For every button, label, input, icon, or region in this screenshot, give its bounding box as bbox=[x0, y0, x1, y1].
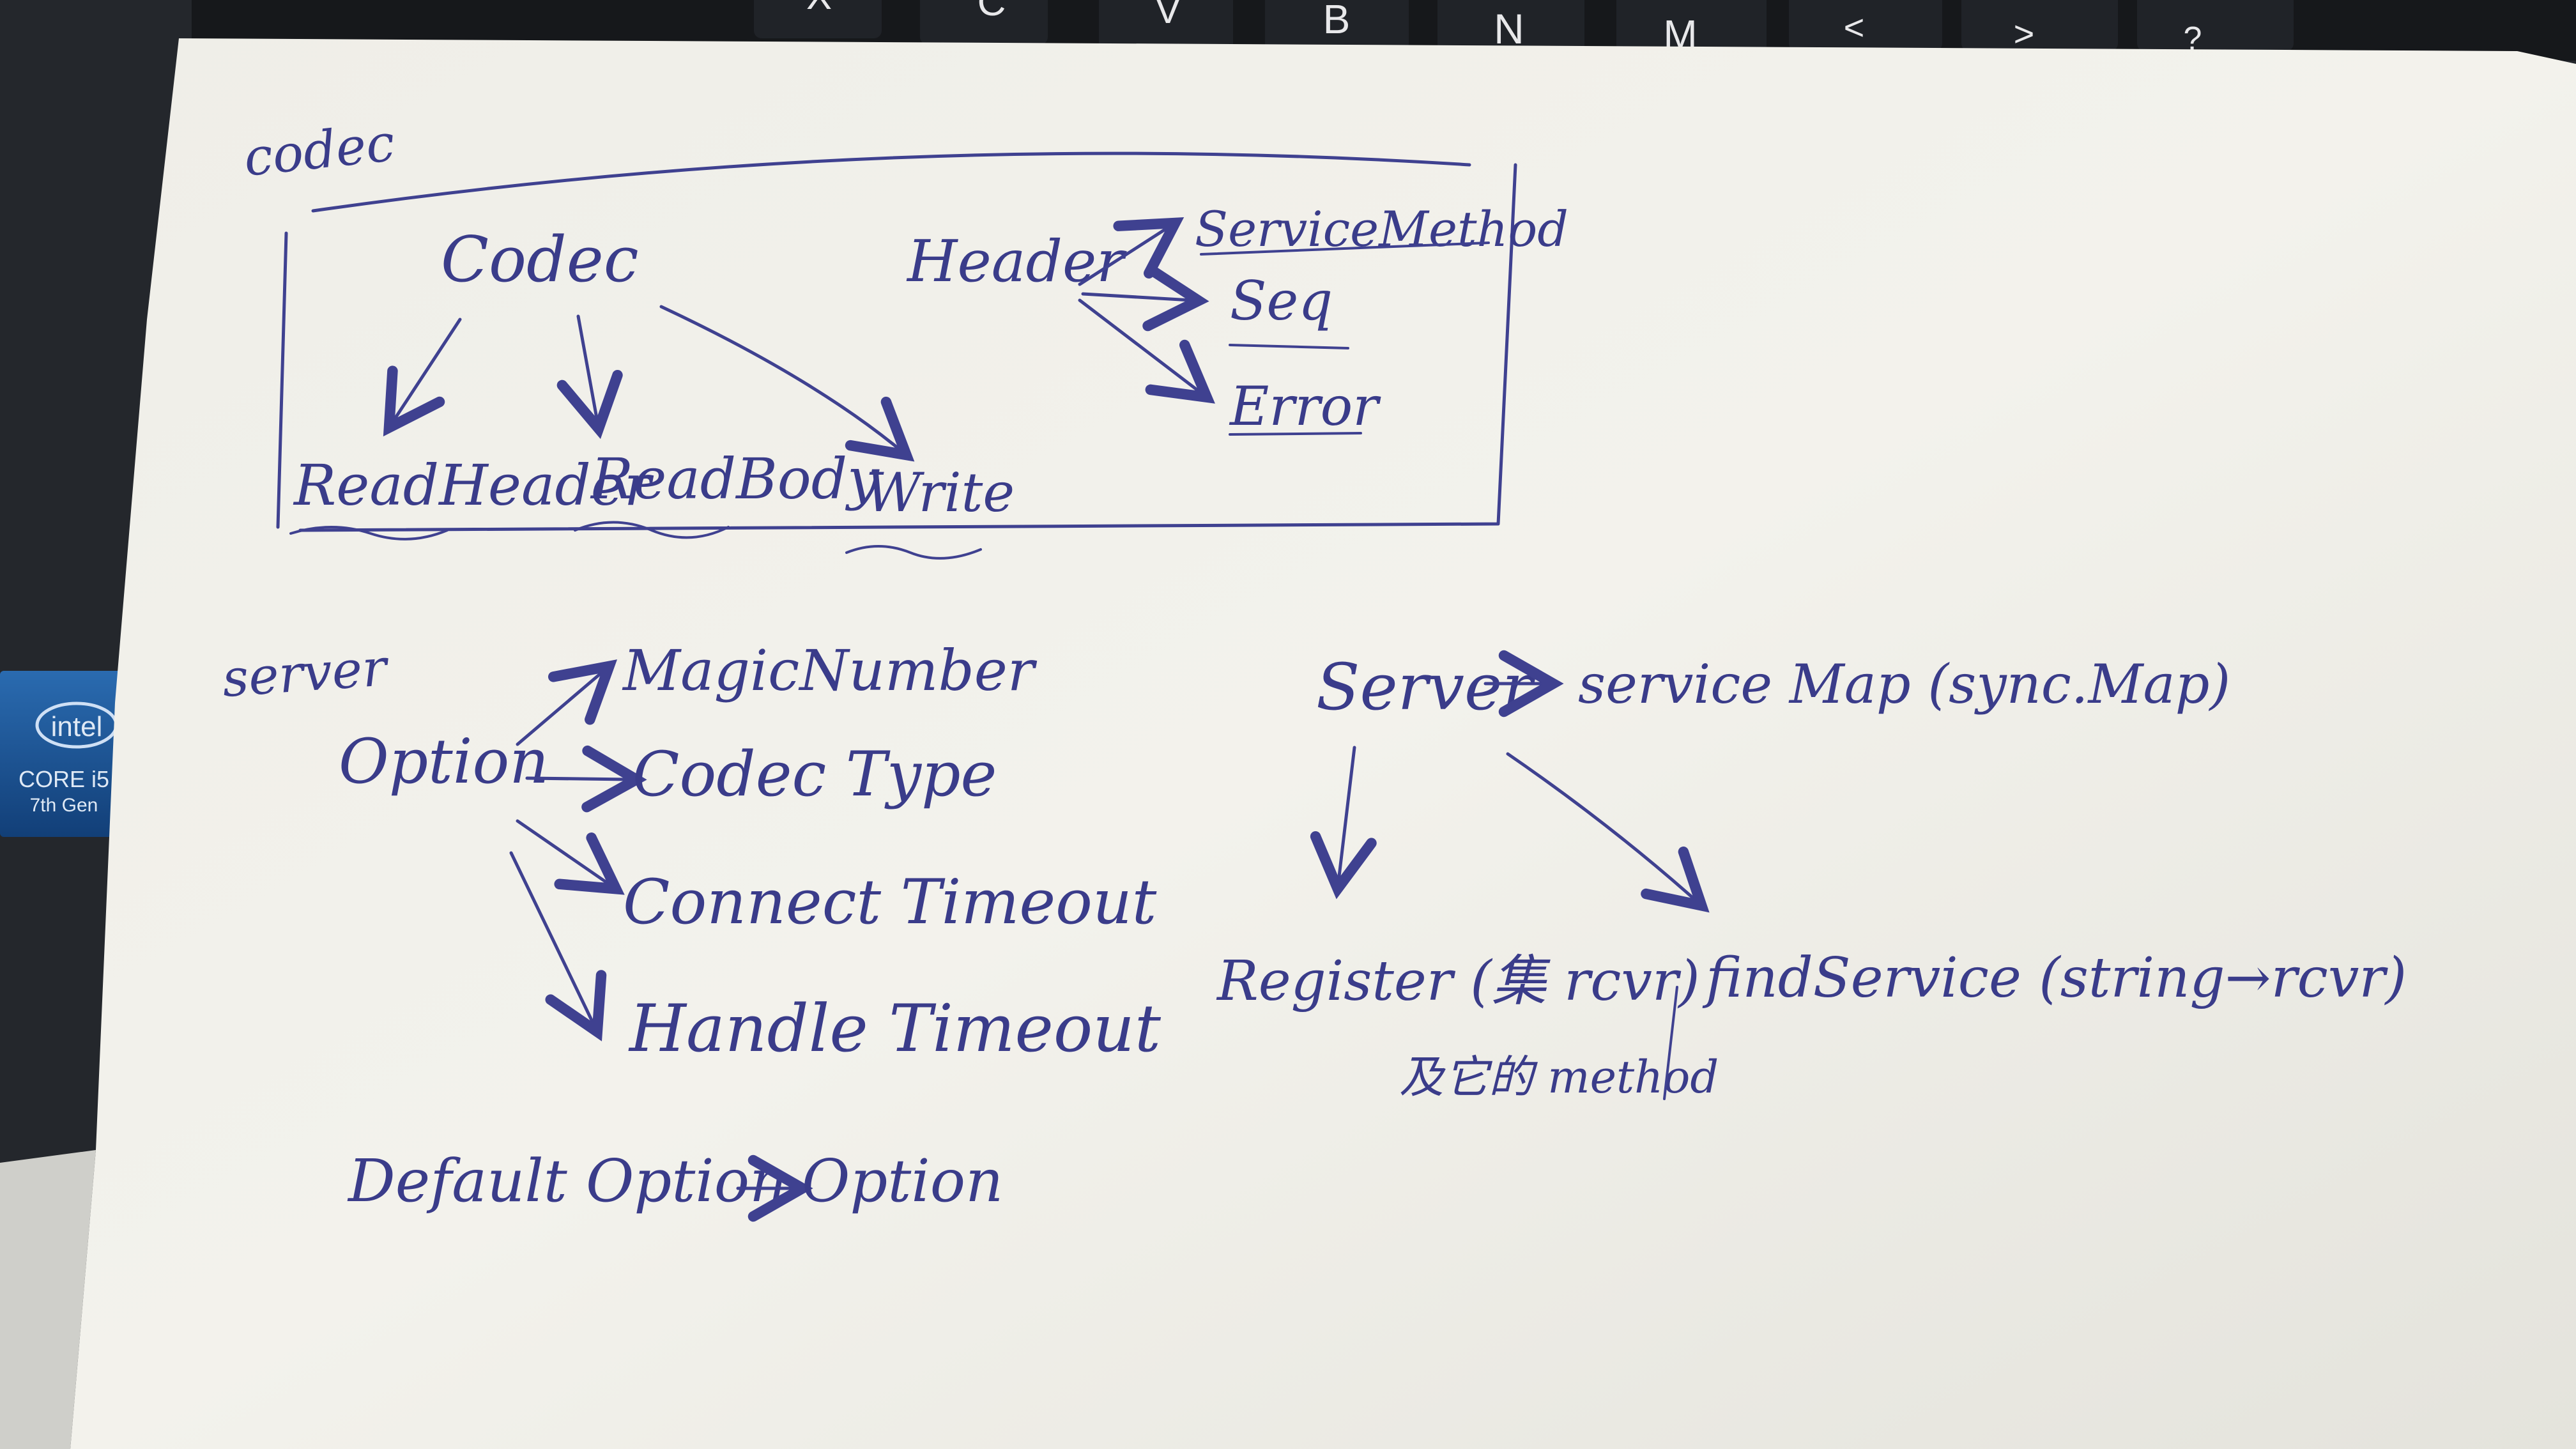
key-label-gt: > bbox=[2014, 13, 2035, 54]
option-field-magicnumber: MagicNumber bbox=[622, 638, 1038, 703]
codec-method-write: Write bbox=[866, 461, 1015, 524]
server-section-label: server bbox=[220, 638, 392, 709]
option-field-codectype: Codec Type bbox=[632, 739, 997, 810]
server-node: Server bbox=[1316, 650, 1536, 724]
option-arrow-connect bbox=[516, 819, 625, 895]
readheader-underline bbox=[289, 526, 448, 540]
keyboard: X C V B N M < > ? bbox=[192, 0, 2576, 61]
key-x bbox=[754, 0, 882, 38]
codec-arrow-readheader bbox=[383, 318, 462, 437]
find-service-method: findService (string→rcvr) bbox=[1702, 946, 2407, 1010]
key-v bbox=[1099, 0, 1233, 51]
option-field-connecttimeout: Connect Timeout bbox=[623, 866, 1157, 938]
codec-arrow-write bbox=[659, 305, 915, 462]
codec-section: codec Codec ReadHeader ReadBody Write He… bbox=[241, 113, 1568, 560]
key-label-n: N bbox=[1494, 5, 1524, 52]
key-n bbox=[1438, 0, 1584, 54]
paper-sheet bbox=[70, 38, 2576, 1449]
seq-underline bbox=[1229, 344, 1349, 349]
option-field-handletimeout: Handle Timeout bbox=[628, 991, 1162, 1067]
intel-sticker: intel CORE i5 7th Gen bbox=[0, 671, 121, 837]
header-field-seq: Seq bbox=[1230, 270, 1333, 332]
server-arrow-findservice bbox=[1506, 752, 1710, 913]
key-label-c: C bbox=[977, 0, 1006, 24]
key-c bbox=[920, 0, 1048, 45]
key-lt bbox=[1789, 0, 1942, 51]
key-gt bbox=[1961, 0, 2118, 51]
header-arrow-servicemethod bbox=[1078, 217, 1184, 286]
servicemethod-underline bbox=[1200, 241, 1490, 256]
codec-method-readbody: ReadBody bbox=[590, 446, 880, 512]
default-option-target: Option bbox=[802, 1147, 1003, 1215]
key-m bbox=[1616, 0, 1767, 54]
write-underline bbox=[845, 545, 982, 560]
codec-box-outline bbox=[276, 151, 1517, 532]
register-method: Register (集 rcvr) bbox=[1216, 949, 1700, 1013]
key-label-b: B bbox=[1323, 0, 1351, 42]
codec-root: Codec bbox=[441, 224, 639, 296]
key-label-lt: < bbox=[1844, 7, 1865, 47]
paper-shadow-edge bbox=[0, 1150, 96, 1449]
server-arrow-register bbox=[1310, 746, 1377, 900]
default-option: Default Option bbox=[347, 1147, 787, 1215]
option-node: Option bbox=[339, 726, 549, 797]
header-arrow-seq bbox=[1081, 264, 1209, 332]
register-bracket bbox=[1663, 986, 1678, 1100]
key-b bbox=[1265, 0, 1409, 51]
sticker-generation: 7th Gen bbox=[30, 795, 98, 816]
key-question bbox=[2137, 0, 2294, 51]
option-arrow-handle bbox=[509, 851, 607, 1041]
sticker-background bbox=[0, 671, 121, 837]
header-arrow-error bbox=[1078, 298, 1215, 404]
readbody-underline bbox=[574, 521, 730, 539]
option-arrow-codectype bbox=[525, 745, 647, 813]
key-label-x: X bbox=[806, 0, 832, 17]
codec-arrow-readbody bbox=[556, 314, 623, 440]
option-arrow-magic bbox=[516, 659, 618, 746]
service-map: service Map (sync.Map) bbox=[1578, 653, 2230, 716]
sticker-brand: intel bbox=[51, 711, 103, 742]
codec-method-readheader: ReadHeader bbox=[293, 452, 654, 518]
header-node: Header bbox=[906, 228, 1127, 295]
error-underline bbox=[1229, 432, 1362, 436]
sticker-model: CORE i5 bbox=[19, 766, 109, 792]
register-note: 及它的 method bbox=[1399, 1051, 1719, 1103]
server-section: server Option MagicNumber Codec Type Con… bbox=[220, 638, 2407, 1222]
key-label-v: V bbox=[1154, 0, 1181, 32]
header-field-servicemethod: ServiceMethod bbox=[1195, 201, 1568, 257]
header-field-error: Error bbox=[1229, 375, 1381, 438]
